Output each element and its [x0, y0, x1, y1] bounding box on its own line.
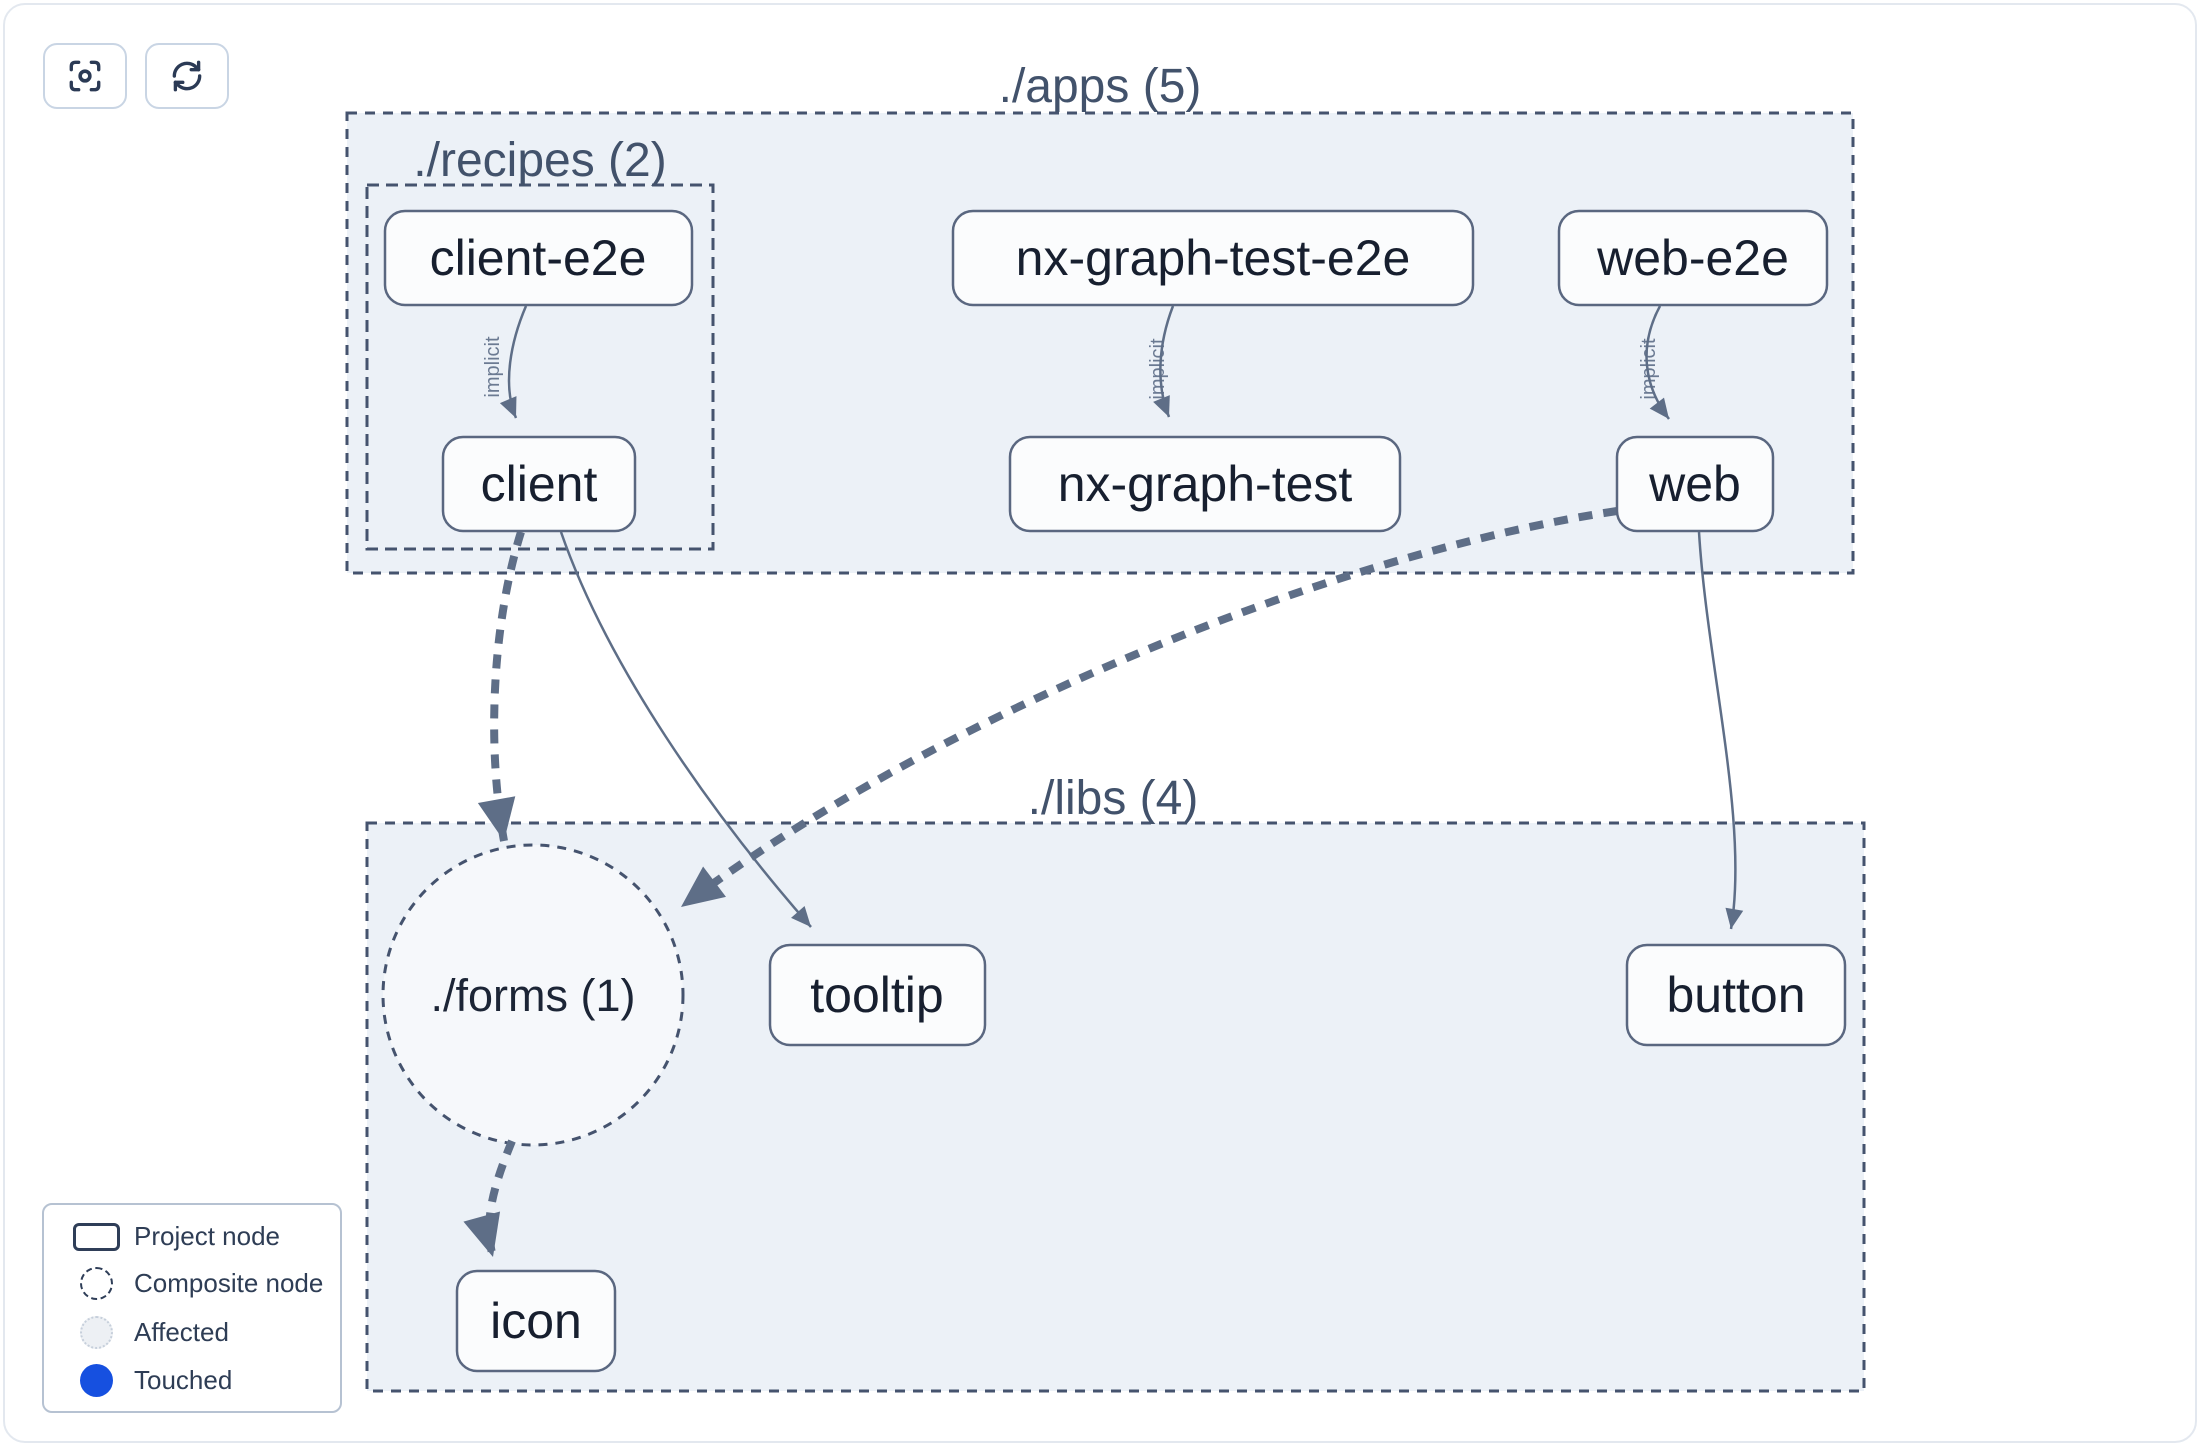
node-button-label: button — [1666, 967, 1805, 1023]
group-apps-label[interactable]: ./apps (5) — [999, 60, 1202, 113]
composite-node-swatch-icon — [79, 1267, 113, 1301]
legend-item-affected: Affected — [58, 1315, 326, 1349]
node-client-e2e-rect[interactable] — [383, 209, 694, 307]
node-web-e2e[interactable]: web-e2e — [1557, 209, 1829, 307]
group-libs-label[interactable]: ./libs (4) — [1028, 772, 1199, 825]
node-nx-graph-test[interactable]: nx-graph-test — [1008, 435, 1402, 533]
node-nx-graph-test-rect[interactable] — [1008, 435, 1402, 533]
edge-label-implicit-nx-graph-test: implicit — [1147, 338, 1169, 400]
node-icon-label: icon — [490, 1293, 582, 1349]
edge-forms-to-icon — [463, 1139, 516, 1259]
node-button[interactable]: button — [1625, 943, 1847, 1047]
node-client-e2e-label: client-e2e — [430, 230, 647, 286]
group-recipes-rect — [365, 183, 715, 551]
node-nx-graph-test-e2e[interactable]: nx-graph-test-e2e — [951, 209, 1475, 307]
focus-button[interactable] — [43, 43, 127, 109]
edge-label-implicit-web: implicit — [1638, 338, 1660, 400]
edge-web-to-button — [1697, 531, 1744, 930]
legend-item-composite-node: Composite node — [58, 1267, 326, 1301]
node-button-rect[interactable] — [1625, 943, 1847, 1047]
node-client-label: client — [481, 456, 598, 512]
legend-label: Project node — [134, 1221, 280, 1251]
node-client-rect[interactable] — [441, 435, 637, 533]
edge-client-to-tooltip — [559, 531, 812, 928]
legend-label: Composite node — [134, 1268, 324, 1299]
node-icon-rect[interactable] — [455, 1269, 617, 1373]
node-tooltip-label: tooltip — [810, 967, 943, 1023]
composite-node-forms-label: ./forms (1) — [430, 970, 635, 1021]
node-web-e2e-label: web-e2e — [1596, 230, 1789, 286]
node-nx-graph-test-e2e-label: nx-graph-test-e2e — [1016, 230, 1411, 286]
node-tooltip[interactable]: tooltip — [768, 943, 987, 1047]
edge-client-e2e-to-client — [499, 305, 528, 419]
node-client-e2e[interactable]: client-e2e — [383, 209, 694, 307]
refresh-button[interactable] — [145, 43, 229, 109]
toolbar — [43, 43, 229, 109]
legend: Project node Composite node Affected Tou… — [42, 1203, 342, 1413]
legend-item-project-node: Project node — [58, 1221, 326, 1252]
focus-crosshair-icon — [69, 60, 101, 92]
node-web[interactable]: web — [1615, 435, 1775, 533]
edge-nx-graph-test-e2e-to-nx-graph-test — [1153, 305, 1175, 418]
legend-label: Touched — [134, 1364, 233, 1395]
edge-web-e2e-to-web — [1645, 305, 1670, 420]
node-web-e2e-rect[interactable] — [1557, 209, 1829, 307]
node-web-rect[interactable] — [1615, 435, 1775, 533]
node-nx-graph-test-e2e-rect[interactable] — [951, 209, 1475, 307]
node-tooltip-rect[interactable] — [768, 943, 987, 1047]
group-recipes-label[interactable]: ./recipes (2) — [413, 134, 666, 187]
dependency-graph: ./apps (5) ./recipes (2) ./libs (4) ./fo… — [345, 60, 1866, 1393]
node-web-label: web — [1648, 456, 1741, 512]
composite-node-forms-circle[interactable] — [381, 843, 685, 1147]
refresh-icon — [172, 60, 202, 92]
node-client[interactable]: client — [441, 435, 637, 533]
composite-node-forms[interactable]: ./forms (1) — [381, 843, 685, 1147]
legend-item-touched: Touched — [58, 1363, 326, 1397]
project-node-swatch-icon — [72, 1222, 120, 1251]
node-icon[interactable]: icon — [455, 1269, 617, 1373]
node-nx-graph-test-label: nx-graph-test — [1058, 456, 1353, 512]
edge-web-to-forms — [678, 507, 1618, 911]
group-recipes: ./recipes (2) — [365, 134, 715, 551]
affected-swatch-icon — [79, 1315, 113, 1349]
edge-label-implicit-client: implicit — [482, 336, 504, 398]
touched-swatch-icon — [79, 1363, 113, 1397]
graph-canvas-card: ./apps (5) ./recipes (2) ./libs (4) ./fo… — [3, 3, 2197, 1443]
legend-label: Affected — [134, 1316, 229, 1347]
edge-client-to-forms — [477, 530, 525, 842]
